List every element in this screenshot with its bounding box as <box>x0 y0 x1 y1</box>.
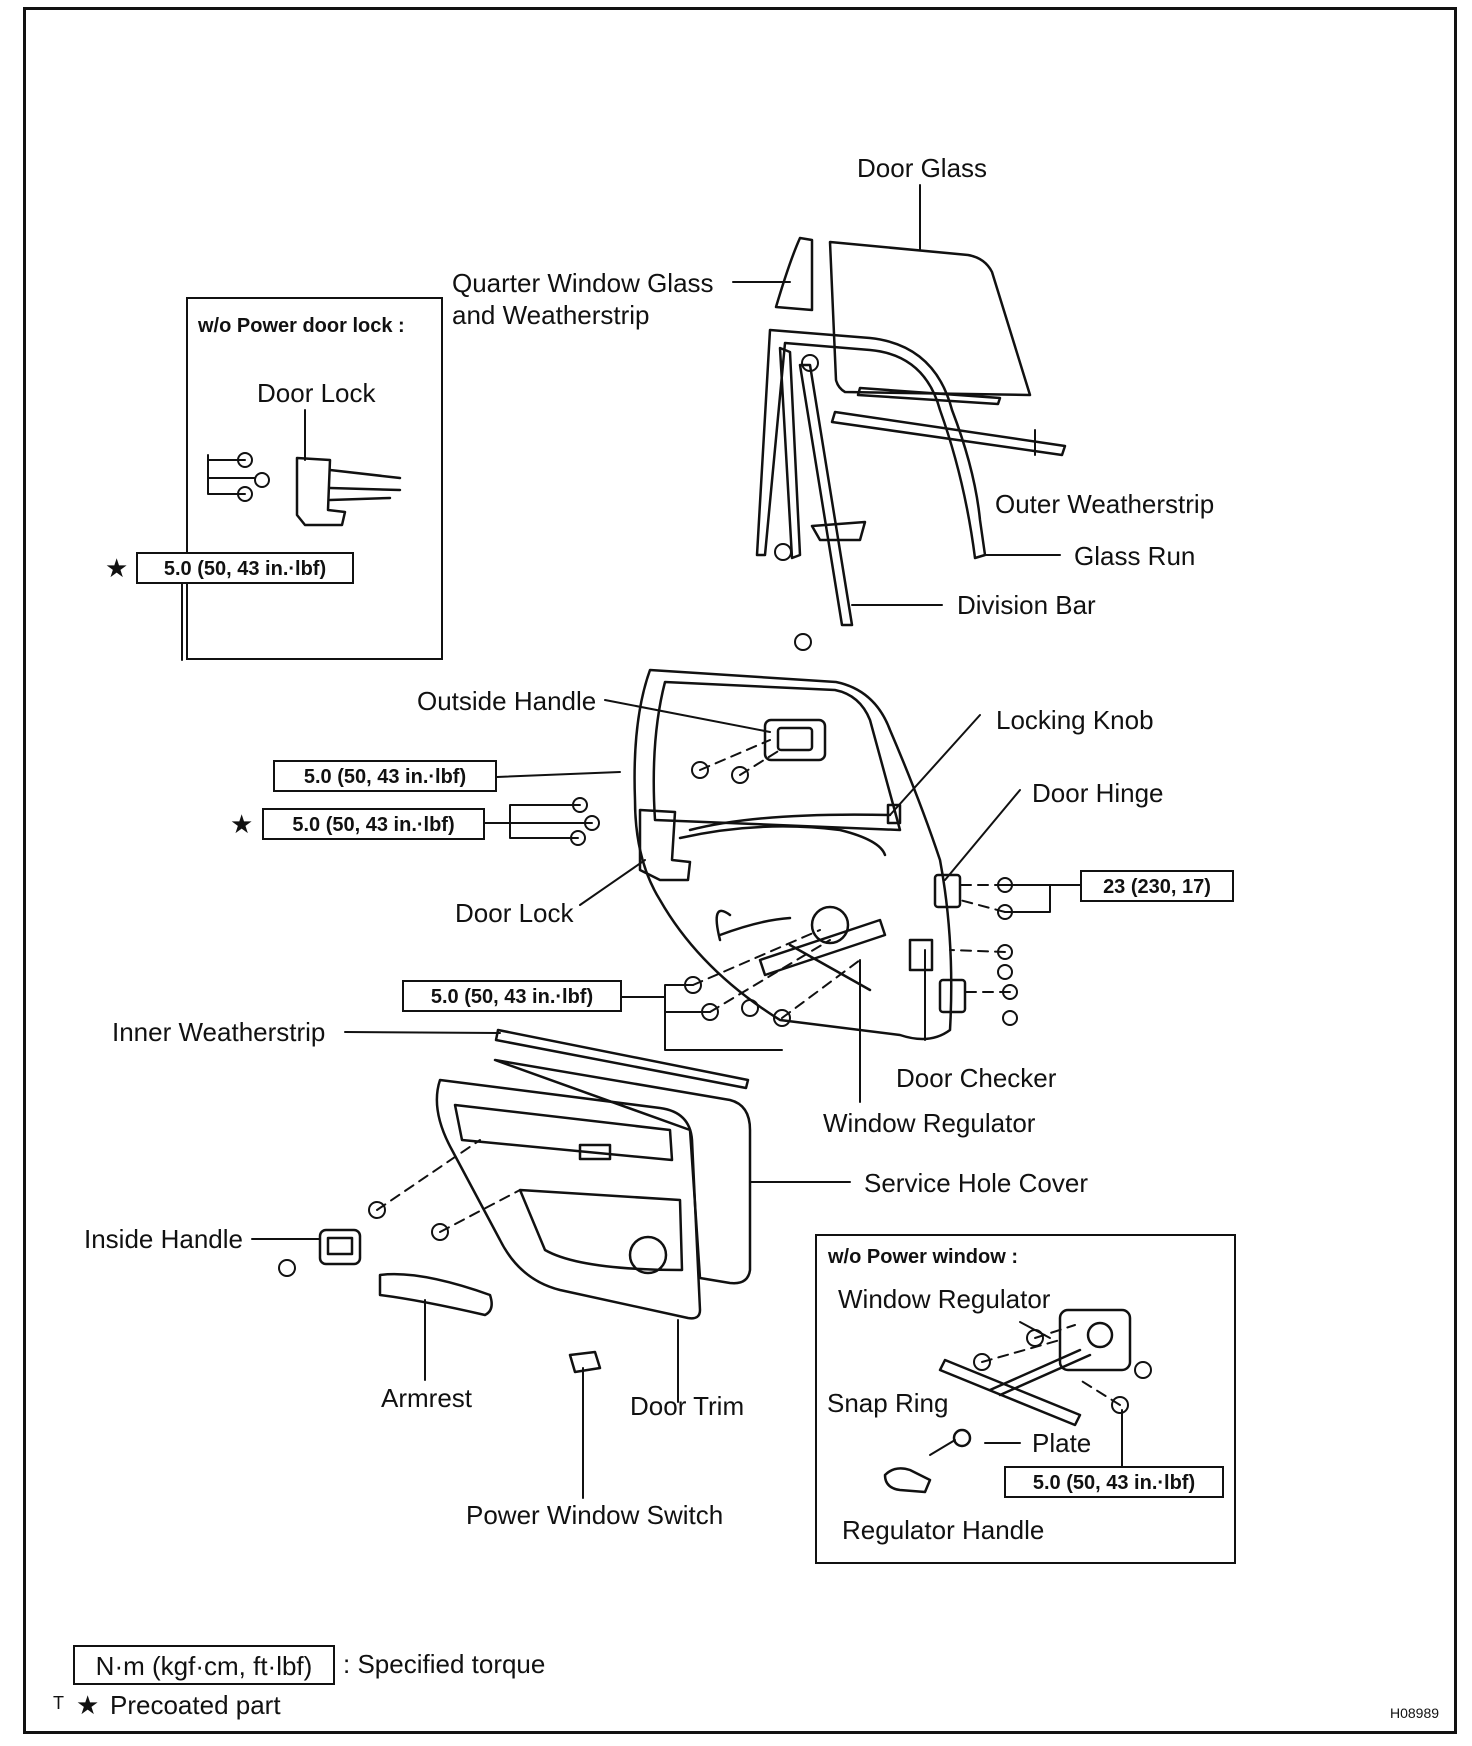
door-checker <box>908 938 934 972</box>
bolts <box>237 354 1152 1414</box>
inset-door-lock-part <box>295 456 347 527</box>
inset-label-regulator-handle: Regulator Handle <box>842 1515 1045 1545</box>
legend-unit-text: : Specified torque <box>343 1649 546 1679</box>
locking-knob <box>886 803 902 825</box>
door-trim-panel <box>435 1078 702 1320</box>
inset-power-door-lock <box>186 297 443 660</box>
legend-precoated-text: Precoated part <box>110 1690 281 1720</box>
outer-weatherstrip <box>830 410 1067 457</box>
label-inner-weatherstrip: Inner Weatherstrip <box>112 1017 326 1047</box>
torque-inset-regulator: 5.0 (50, 43 in.·lbf) <box>1004 1466 1224 1498</box>
quarter-window-glass <box>774 236 814 312</box>
label-glass-run: Glass Run <box>1074 541 1196 571</box>
power-window-switch-part <box>568 1350 602 1374</box>
armrest-part <box>378 1272 493 1317</box>
label-service-hole-cover: Service Hole Cover <box>864 1168 1088 1198</box>
glass-run <box>755 328 987 560</box>
label-door-checker: Door Checker <box>896 1063 1057 1093</box>
service-hole-cover <box>493 1058 752 1285</box>
torque-inset-lock: 5.0 (50, 43 in.·lbf) <box>136 552 354 584</box>
inset-label-window-regulator: Window Regulator <box>838 1284 1051 1314</box>
figure-id: H08989 <box>1390 1705 1440 1721</box>
diagram-frame <box>23 7 1457 1734</box>
label-window-regulator: Window Regulator <box>823 1108 1036 1138</box>
legend-star: ★ <box>76 1690 100 1720</box>
inner-weatherstrip <box>494 1028 750 1090</box>
torque-regulator: 5.0 (50, 43 in.·lbf) <box>402 980 622 1012</box>
legend-unit-box: N·m (kgf·cm, ft·lbf) <box>73 1645 335 1685</box>
label-door-hinge: Door Hinge <box>1032 778 1164 808</box>
door-hinge-upper <box>933 873 962 909</box>
torque-door-lock: 5.0 (50, 43 in.·lbf) <box>262 808 485 840</box>
label-door-trim: Door Trim <box>630 1391 745 1421</box>
inside-handle-part <box>318 1228 362 1266</box>
door-panel <box>633 668 953 1041</box>
inset-label-door-lock: Door Lock <box>257 378 376 408</box>
label-outside-handle: Outside Handle <box>417 686 597 716</box>
precoated-star-inset: ★ <box>105 553 129 583</box>
inset-label-snap-ring: Snap Ring <box>827 1388 949 1418</box>
label-power-window-switch: Power Window Switch <box>466 1500 724 1530</box>
door-glass <box>828 240 1032 397</box>
inset-power-window-title: w/o Power window : <box>828 1246 1018 1268</box>
label-outer-weatherstrip: Outer Weatherstrip <box>995 489 1215 519</box>
glass-run-inner <box>778 346 802 560</box>
division-bar <box>798 363 854 627</box>
door-lock-main <box>638 808 692 882</box>
torque-hinge: 23 (230, 17) <box>1080 870 1234 902</box>
inset-label-plate: Plate <box>1032 1428 1092 1458</box>
inset-power-window <box>815 1234 1236 1564</box>
inset-regulator-handle <box>883 1467 932 1494</box>
window-regulator <box>810 905 850 945</box>
label-locking-knob: Locking Knob <box>996 705 1154 735</box>
inset-power-door-lock-title: w/o Power door lock : <box>198 315 405 337</box>
label-door-glass: Door Glass <box>857 153 988 183</box>
label-door-lock: Door Lock <box>455 898 574 928</box>
label-armrest: Armrest <box>381 1383 472 1413</box>
outside-handle <box>763 718 827 762</box>
label-inside-handle: Inside Handle <box>84 1224 243 1254</box>
label-quarter-window-line2: and Weatherstrip <box>452 300 650 330</box>
door-hinge-lower <box>938 978 967 1014</box>
label-division-bar: Division Bar <box>957 590 1096 620</box>
precoated-star-door-lock: ★ <box>230 809 254 839</box>
label-quarter-window-line1: Quarter Window Glass <box>452 268 714 298</box>
legend-corner-mark: T <box>53 1693 64 1713</box>
torque-outside-handle: 5.0 (50, 43 in.·lbf) <box>273 760 497 792</box>
inset-regulator-part <box>938 1358 1082 1427</box>
